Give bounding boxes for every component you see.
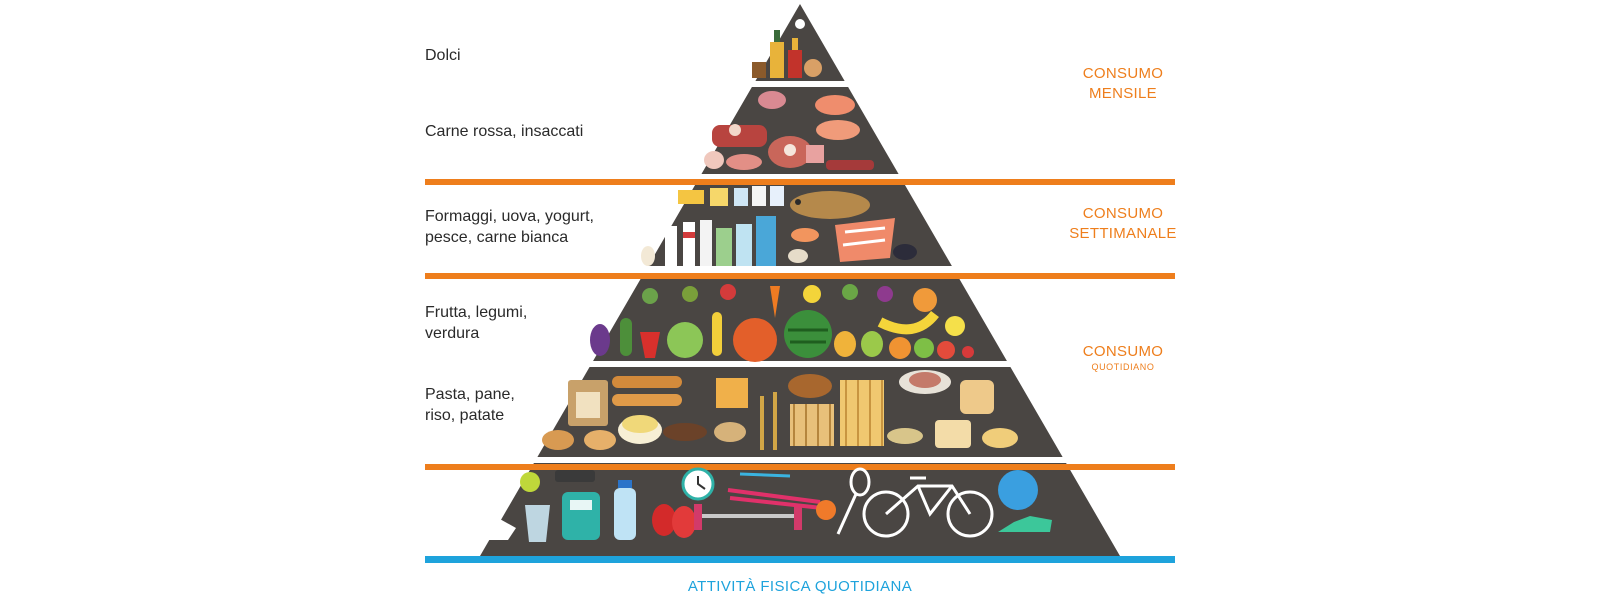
- sports-equipment-icon: [480, 467, 1052, 542]
- tier-label-sweets: Dolci: [425, 47, 461, 64]
- tier-separators: [520, 81, 1080, 463]
- tier-label-red-meat: Carne rossa, insaccati: [425, 123, 584, 140]
- red-meat-icon: [704, 91, 874, 170]
- consumption-daily-line1: CONSUMO: [1082, 343, 1164, 360]
- consumption-daily-line2: QUOTIDIANO: [1091, 362, 1155, 372]
- group-dividers: [425, 179, 1175, 470]
- consumption-weekly-label: CONSUMO SETTIMANALE: [1023, 204, 1223, 244]
- tier-label-fruit-vegetables: Frutta, legumi, verdura: [425, 304, 528, 342]
- activity-baseline: [425, 556, 1175, 563]
- tier-label-grains: Pasta, pane, riso, patate: [425, 386, 515, 424]
- consumption-weekly-line1: CONSUMO: [1082, 205, 1164, 222]
- grains-bread-icon: [542, 370, 1018, 450]
- daily-activity-label: ATTIVITÀ FISICA QUOTIDIANA: [687, 578, 913, 595]
- consumption-monthly-label: CONSUMO MENSILE: [1023, 64, 1223, 104]
- consumption-monthly-line1: CONSUMO: [1082, 65, 1164, 82]
- consumption-monthly-line2: MENSILE: [1089, 85, 1157, 102]
- tier-label-dairy-fish: Formaggi, uova, yogurt, pesce, carne bia…: [425, 208, 594, 246]
- fruit-vegetables-icon: [590, 284, 974, 362]
- consumption-daily-label: CONSUMO QUOTIDIANO: [1023, 342, 1223, 373]
- dairy-fish-icon: [641, 186, 917, 266]
- consumption-weekly-line2: SETTIMANALE: [1069, 225, 1177, 242]
- sweets-icon: [752, 19, 822, 78]
